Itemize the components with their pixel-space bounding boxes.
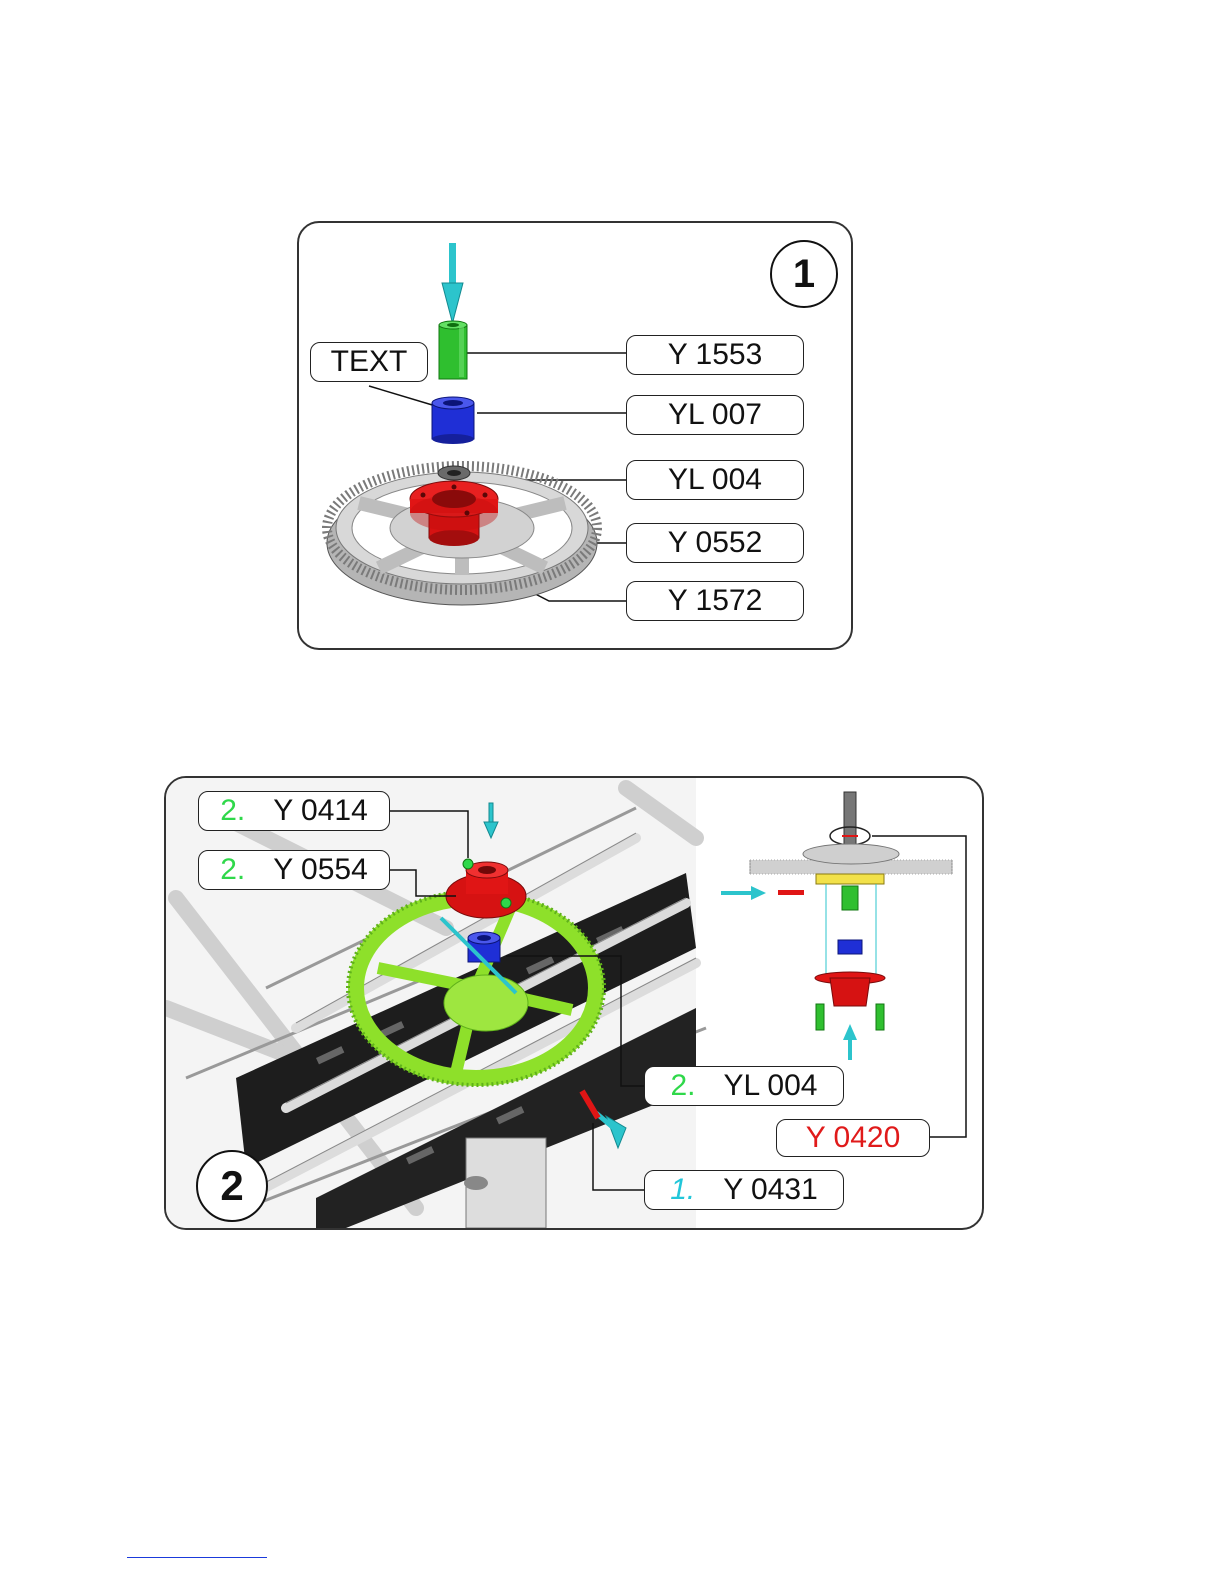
step-index-text: 2. [220,853,245,887]
part-code-text: Y 0414 [273,794,368,828]
part-label-y0420: Y 0420 [776,1119,930,1157]
step-index-text: 1. [670,1173,695,1207]
insert-arrow-icon [442,243,463,323]
bearing-yl004-part [438,466,470,480]
text-note-label: TEXT [310,342,428,382]
bearing-yl007-part [432,397,474,444]
shaft-detail-inset [721,792,952,1060]
step-number-badge: 2 [196,1150,268,1222]
step-index-text: 2. [220,794,245,828]
step-index-text: 2. [670,1069,695,1103]
part-label-y0552: Y 0552 [626,523,804,563]
leader-text [369,386,439,407]
step-1-panel: 1 TEXT Y 1553 YL 007 YL 004 Y 0552 Y 157… [297,221,853,650]
step-number-badge: 1 [770,240,838,308]
footer-divider [127,1557,267,1558]
part-label-yl004: 2. YL 004 [644,1066,844,1106]
part-code-text: YL 004 [724,1069,818,1103]
part-code-text: Y 0431 [723,1173,818,1207]
part-label-yl007: YL 007 [626,395,804,435]
part-label-y0414: 2. Y 0414 [198,791,390,831]
part-label-yl004: YL 004 [626,460,804,500]
part-code-text: Y 0554 [273,853,368,887]
step-2-panel: 2 2. Y 0414 2. Y 0554 2. YL 004 1. Y 043… [164,776,984,1230]
part-label-y0554: 2. Y 0554 [198,850,390,890]
part-label-y1553: Y 1553 [626,335,804,375]
part-label-y1572: Y 1572 [626,581,804,621]
leader-y0420 [872,836,966,1137]
step-2-illustration [166,778,982,1228]
part-label-y0431: 1. Y 0431 [644,1170,844,1210]
sleeve-y1553-part [439,321,467,379]
